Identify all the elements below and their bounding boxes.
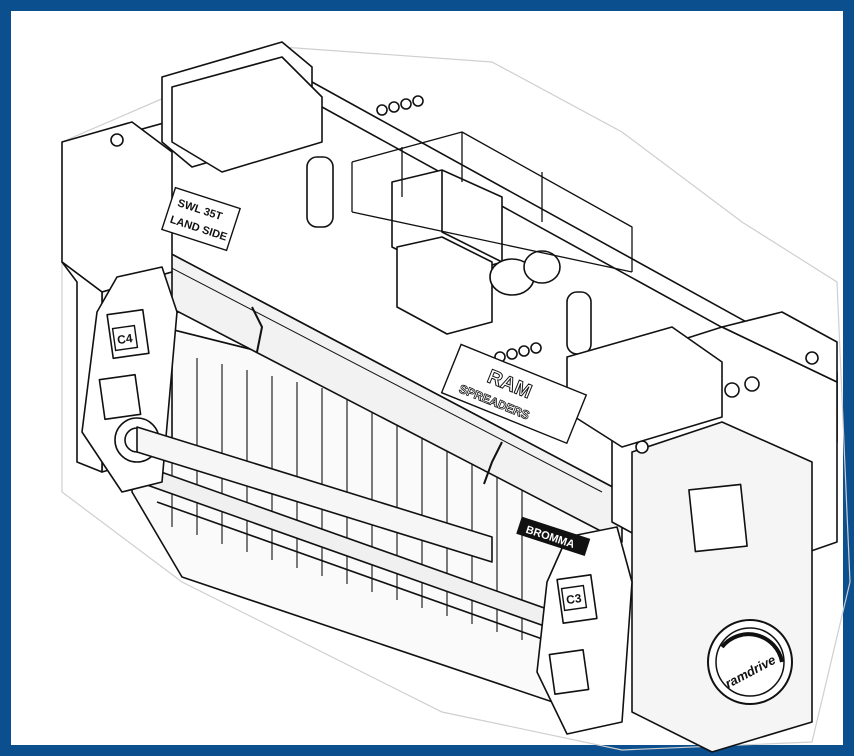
drawing-halo-outline	[61, 46, 851, 751]
spreader-drawing: SWL 35T LAND SIDE RAM SPREADERS BROMMA C…	[61, 41, 851, 753]
brand-plate: RAM SPREADERS	[440, 343, 588, 445]
capacity-plate: SWL 35T LAND SIDE	[160, 186, 242, 252]
svg-text:C3: C3	[565, 591, 582, 607]
svg-text:C4: C4	[116, 331, 133, 347]
ramdrive-logo: ramdrive	[707, 619, 793, 705]
left-rotator-arm	[81, 266, 493, 563]
corner-mark-left: C4	[111, 324, 139, 352]
center-hoods	[171, 56, 723, 448]
corner-mark-right: C3	[560, 584, 588, 612]
right-rotator-arm	[536, 526, 633, 735]
roof-machinery	[251, 95, 633, 485]
